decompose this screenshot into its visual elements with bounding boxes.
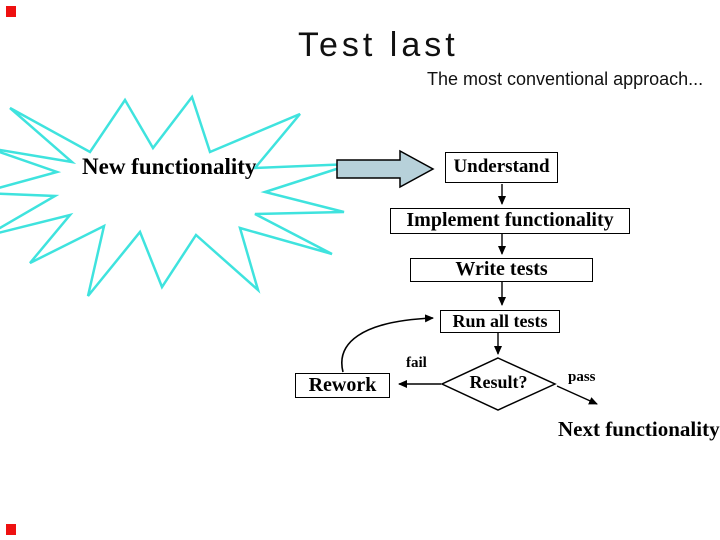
edge-label-pass: pass: [568, 369, 596, 385]
burst-label: New functionality: [82, 154, 257, 179]
flow-box-rework: Rework: [295, 373, 390, 398]
next-functionality-label: Next functionality: [558, 417, 720, 441]
flow-box-implement-functionality: Implement functionality: [390, 208, 630, 234]
starburst-shape: [0, 94, 353, 297]
flow-box-run-all-tests: Run all tests: [440, 310, 560, 333]
flow-box-write-tests: Write tests: [410, 258, 593, 282]
slide-title: Test last: [298, 26, 459, 64]
right-block-arrow: [336, 149, 435, 189]
corner-mark-bottom-left: [6, 524, 16, 535]
decision-label: Result?: [469, 372, 528, 392]
corner-mark-top-left: [6, 6, 16, 17]
slide-subtitle: The most conventional approach...: [427, 69, 704, 89]
connector-pass-next: [556, 385, 598, 405]
edge-label-fail: fail: [406, 355, 427, 371]
flow-box-understand: Understand: [445, 152, 558, 183]
